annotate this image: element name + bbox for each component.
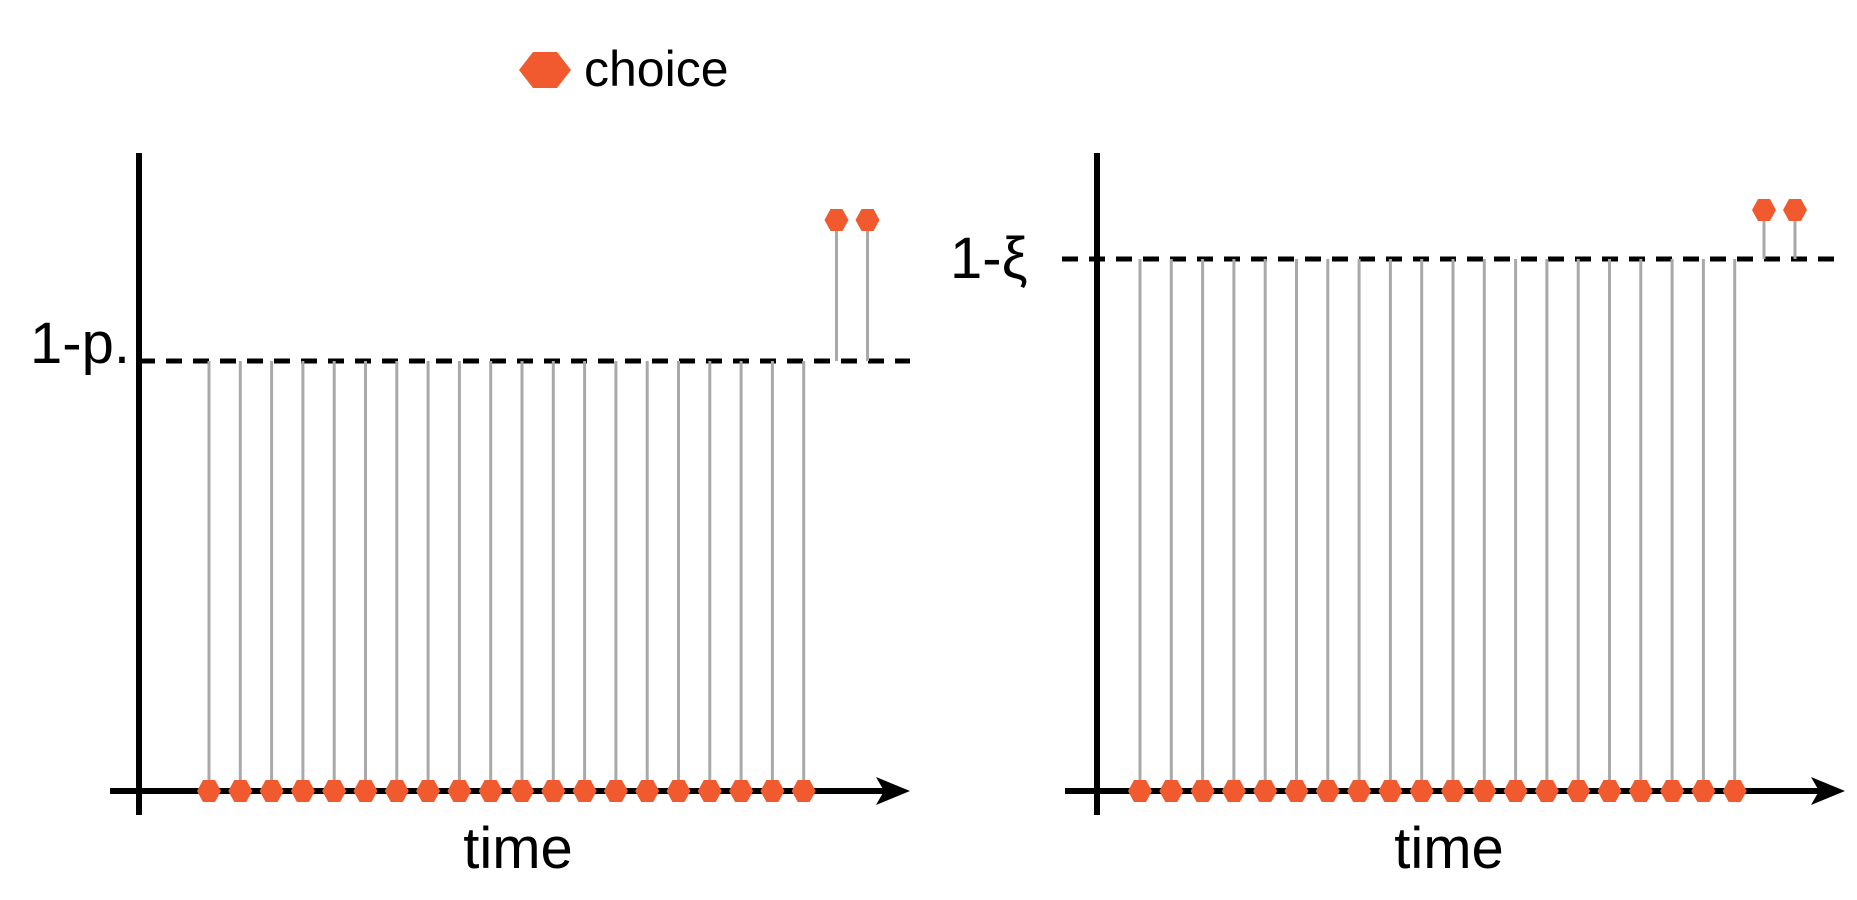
right-choice-marker-low <box>1315 780 1340 802</box>
left-choice-marker-low <box>541 780 566 802</box>
left-choice-marker-low <box>729 780 754 802</box>
left-choice-marker-low <box>259 780 284 802</box>
right-choice-marker-low <box>1503 780 1528 802</box>
right-choice-marker-low <box>1159 780 1184 802</box>
panel-left: 1-p. time <box>30 153 910 881</box>
right-choice-marker-low <box>1566 780 1591 802</box>
left-markers <box>197 209 880 802</box>
right-choice-marker-high <box>1783 199 1807 221</box>
right-choice-marker-low <box>1190 780 1215 802</box>
left-choice-marker-low <box>416 780 441 802</box>
right-choice-marker-low <box>1691 780 1716 802</box>
right-choice-marker-low <box>1284 780 1309 802</box>
left-choice-marker-low <box>572 780 597 802</box>
left-choice-marker-low <box>791 780 816 802</box>
left-threshold-label: 1-p. <box>30 311 130 376</box>
right-choice-marker-low <box>1597 780 1622 802</box>
right-markers <box>1128 199 1807 802</box>
right-stems <box>1138 210 1797 791</box>
panel-right: 1-ξ time <box>950 153 1845 881</box>
right-threshold-label: 1-ξ <box>950 226 1028 291</box>
left-choice-marker-high <box>824 209 849 231</box>
right-choice-marker-low <box>1660 780 1685 802</box>
right-choice-marker-low <box>1472 780 1497 802</box>
left-choice-marker-low <box>603 780 628 802</box>
right-choice-marker-low <box>1253 780 1278 802</box>
left-choice-marker-low <box>666 780 691 802</box>
left-choice-marker-low <box>353 780 378 802</box>
left-choice-marker-low <box>322 780 347 802</box>
left-x-axis-label: time <box>463 816 573 881</box>
left-choice-marker-low <box>697 780 722 802</box>
legend-label: choice <box>584 41 729 97</box>
left-choice-marker-low <box>510 780 534 802</box>
right-choice-marker-low <box>1534 780 1559 802</box>
right-choice-marker-low <box>1347 780 1372 802</box>
left-choice-marker-low <box>478 780 503 802</box>
left-choice-marker-low <box>635 780 660 802</box>
left-x-axis-arrow-icon <box>876 777 910 805</box>
left-choice-marker-low <box>290 780 315 802</box>
right-choice-marker-low <box>1378 780 1403 802</box>
right-choice-marker-low <box>1722 780 1747 802</box>
right-choice-marker-low <box>1409 780 1434 802</box>
right-x-axis-arrow-icon <box>1811 777 1845 805</box>
left-stems <box>207 220 869 791</box>
right-choice-marker-high <box>1752 199 1776 221</box>
right-choice-marker-low <box>1441 780 1465 802</box>
legend: choice <box>519 41 729 97</box>
right-choice-marker-low <box>1628 780 1653 802</box>
right-x-axis-label: time <box>1394 816 1504 881</box>
left-choice-marker-low <box>228 780 253 802</box>
left-choice-marker-low <box>447 780 472 802</box>
left-choice-marker-low <box>760 780 785 802</box>
right-choice-marker-low <box>1128 780 1152 802</box>
left-choice-marker-low <box>384 780 409 802</box>
left-choice-marker-low <box>197 780 221 802</box>
left-choice-marker-high <box>855 209 880 231</box>
legend-choice-marker-icon <box>519 52 571 88</box>
right-choice-marker-low <box>1221 780 1246 802</box>
